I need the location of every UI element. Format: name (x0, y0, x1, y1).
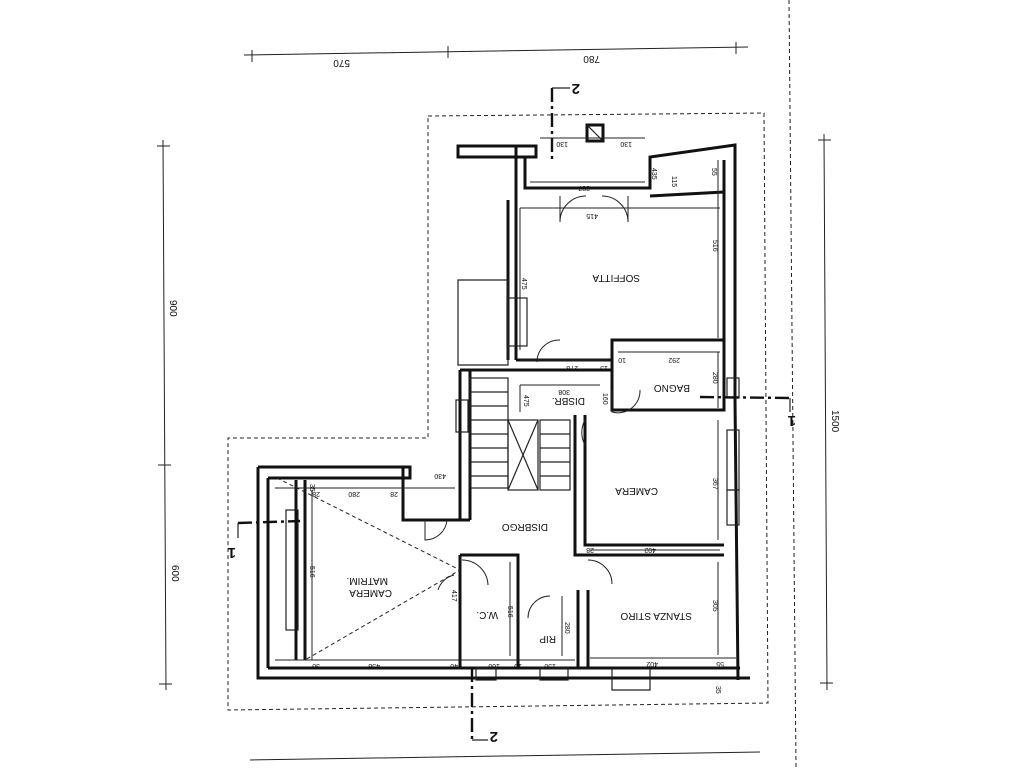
dim-soffitta-475: 475 (520, 278, 527, 290)
dim-rip-150: 150 (544, 662, 556, 669)
dim-disbr-308: 308 (558, 388, 570, 395)
dim-130b: 130 (620, 140, 632, 147)
room-label-disbrgo: DISBRGO (502, 521, 548, 532)
room-label-camera: CAMERA (615, 485, 658, 496)
overall-dimensions (157, 42, 833, 761)
dim-bagno-292: 292 (668, 356, 680, 363)
room-label-rip: RIP (539, 633, 556, 644)
dim-wc-160: 160 (488, 662, 500, 669)
dim-bottom-10: 10 (514, 662, 522, 669)
dim-top-right: 780 (583, 53, 600, 64)
dim-bottom-40: 40 (450, 662, 458, 669)
dim-stiro-402: 402 (646, 660, 658, 667)
room-label-camera-matrim-1: CAMERA (349, 587, 392, 598)
dim-matrim-28b: 28 (312, 490, 320, 497)
dim-soffitta-516: 516 (711, 240, 718, 252)
dim-matrim-28a: 28 (390, 490, 398, 497)
dim-top-left: 570 (333, 57, 350, 68)
dim-stiro-35: 35 (714, 686, 721, 694)
section-mark-2-top: 2 (572, 80, 580, 97)
room-label-camera-matrim-2: MATRIM. (347, 575, 388, 586)
exterior-walls (256, 143, 750, 681)
dim-matrim-30: 30 (312, 662, 320, 669)
dim-matrim-458: 458 (368, 662, 380, 669)
dim-camera-28: 28 (586, 546, 594, 553)
dim-disbr-278: 278 (566, 364, 578, 371)
dim-matrim-516: 516 (308, 566, 315, 578)
page-margin-line (788, 0, 797, 768)
room-label-disbr: DISBR. (552, 395, 585, 406)
dim-right-total: 1500 (829, 410, 840, 433)
dim-stiro-55: 55 (716, 660, 724, 667)
dim-wc-516: 516 (506, 606, 513, 618)
stair (469, 377, 571, 491)
windows (285, 297, 740, 691)
room-label-soffitta: SOFFITTA (592, 272, 640, 283)
chimney (585, 123, 605, 143)
roof-outline (227, 112, 769, 711)
dim-left-lower: 600 (169, 565, 180, 582)
dim-soffitta-415: 415 (586, 212, 598, 219)
dim-435: 435 (650, 168, 657, 180)
dim-bagno-280: 280 (711, 372, 718, 384)
room-label-bagno: BAGNO (654, 382, 690, 393)
section-mark-2-bottom: 2 (490, 728, 498, 745)
dim-stiro-305: 305 (711, 600, 718, 612)
balcony-outline (457, 279, 509, 366)
section-mark-1-right: 1 (788, 412, 796, 429)
dim-matrim-35: 35 (308, 484, 315, 492)
dim-left-upper: 900 (167, 300, 178, 317)
dim-rip-280: 280 (563, 622, 570, 634)
dim-soffitta-387: 387 (578, 184, 590, 191)
dim-disbr-15: 15 (600, 364, 608, 371)
interior-dimensions (275, 137, 736, 661)
roof-slope-lines (276, 477, 462, 661)
dim-disbr-160: 160 (601, 393, 608, 405)
dim-matrim-430: 430 (434, 472, 446, 479)
dim-top-115: 115 (670, 176, 677, 187)
dim-camera-367: 367 (711, 478, 718, 490)
dim-top-55: 55 (710, 168, 717, 176)
dim-wc-417: 417 (450, 590, 457, 602)
dim-matrim-280: 280 (348, 490, 360, 497)
section-lines (237, 87, 791, 741)
dim-130a: 130 (556, 140, 568, 147)
section-mark-1-left: 1 (228, 544, 236, 561)
room-label-stanza-stiro: STANZA STIRO (620, 610, 692, 621)
dim-bagno-10: 10 (618, 356, 626, 363)
doors (424, 195, 641, 619)
dim-disbr-475: 475 (522, 395, 529, 407)
dim-camera-402: 402 (644, 546, 656, 553)
room-label-wc: W.C. (476, 609, 498, 620)
